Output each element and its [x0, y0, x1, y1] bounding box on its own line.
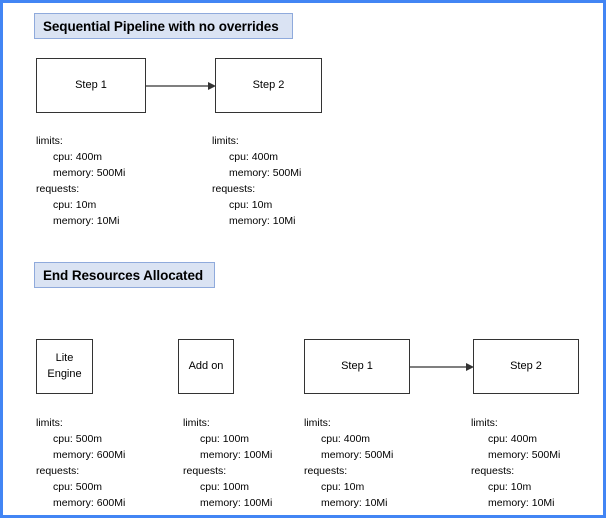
- spec-requests-memory: memory: 10Mi: [53, 214, 120, 227]
- spec-requests-cpu: cpu: 10m: [488, 480, 532, 493]
- section-banner-label: Sequential Pipeline with no overrides: [43, 18, 279, 34]
- spec-bottom-step-2: limits: cpu: 400m memory: 500Mi requests…: [471, 416, 560, 512]
- node-label: Step 1: [75, 78, 107, 91]
- spec-requests-memory: memory: 10Mi: [321, 496, 388, 509]
- section-banner-sequential-pipeline: Sequential Pipeline with no overrides: [34, 13, 293, 39]
- spec-limits-cpu: cpu: 400m: [321, 432, 371, 445]
- arrow-icon: [146, 82, 216, 90]
- node-label-line-1: Lite: [55, 351, 74, 364]
- spec-limits-label: limits:: [471, 417, 498, 429]
- spec-requests-memory: memory: 10Mi: [488, 496, 555, 509]
- spec-limits-memory: memory: 100Mi: [200, 448, 273, 461]
- node-label: Step 2: [252, 78, 285, 91]
- spec-requests-label: requests:: [212, 182, 256, 195]
- arrow-icon: [410, 363, 474, 371]
- spec-requests-label: requests:: [183, 464, 227, 477]
- spec-requests-memory: memory: 10Mi: [229, 214, 296, 227]
- node-label-line-2: Engine: [47, 367, 82, 380]
- spec-limits-cpu: cpu: 500m: [53, 432, 103, 445]
- spec-limits-label: limits:: [36, 135, 63, 147]
- spec-limits-cpu: cpu: 400m: [53, 150, 103, 163]
- spec-requests-label: requests:: [36, 464, 80, 477]
- node-top-step-1: Step 1: [36, 58, 146, 113]
- node-lite-engine: Lite Engine: [36, 339, 93, 394]
- spec-limits-cpu: cpu: 400m: [488, 432, 538, 445]
- spec-requests-cpu: cpu: 10m: [53, 198, 97, 211]
- spec-requests-memory: memory: 100Mi: [200, 496, 273, 509]
- node-label: Step 1: [341, 359, 373, 372]
- spec-limits-memory: memory: 500Mi: [321, 448, 394, 461]
- spec-limits-memory: memory: 500Mi: [53, 166, 126, 179]
- spec-limits-label: limits:: [304, 417, 331, 429]
- node-bottom-step-1: Step 1: [304, 339, 410, 394]
- section-banner-end-resources-allocated: End Resources Allocated: [34, 262, 215, 288]
- spec-limits-memory: memory: 600Mi: [53, 448, 126, 461]
- spec-limits-label: limits:: [183, 417, 210, 429]
- spec-requests-label: requests:: [36, 182, 80, 195]
- spec-top-step-2: limits: cpu: 400m memory: 500Mi requests…: [212, 134, 301, 230]
- spec-limits-cpu: cpu: 100m: [200, 432, 250, 445]
- section-banner-label: End Resources Allocated: [43, 267, 203, 283]
- spec-limits-label: limits:: [212, 135, 239, 147]
- spec-requests-label: requests:: [471, 464, 515, 477]
- spec-limits-label: limits:: [36, 417, 63, 429]
- spec-limits-cpu: cpu: 400m: [229, 150, 279, 163]
- spec-lite-engine: limits: cpu: 500m memory: 600Mi requests…: [36, 416, 125, 512]
- node-add-on: Add on: [178, 339, 234, 394]
- node-label: Step 2: [510, 359, 542, 372]
- spec-limits-memory: memory: 500Mi: [488, 448, 561, 461]
- connector-top-step1-to-step2: [146, 81, 216, 91]
- spec-top-step-1: limits: cpu: 400m memory: 500Mi requests…: [36, 134, 125, 230]
- spec-requests-cpu: cpu: 10m: [229, 198, 273, 211]
- spec-requests-cpu: cpu: 500m: [53, 480, 103, 493]
- spec-limits-memory: memory: 500Mi: [229, 166, 302, 179]
- node-label: Add on: [188, 359, 224, 372]
- connector-bottom-step1-to-step2: [410, 362, 474, 372]
- node-top-step-2: Step 2: [215, 58, 322, 113]
- spec-requests-cpu: cpu: 10m: [321, 480, 365, 493]
- spec-requests-label: requests:: [304, 464, 348, 477]
- spec-requests-cpu: cpu: 100m: [200, 480, 250, 493]
- node-bottom-step-2: Step 2: [473, 339, 579, 394]
- spec-bottom-step-1: limits: cpu: 400m memory: 500Mi requests…: [304, 416, 393, 512]
- node-label: Lite Engine: [47, 351, 81, 383]
- spec-add-on: limits: cpu: 100m memory: 100Mi requests…: [183, 416, 272, 512]
- spec-requests-memory: memory: 600Mi: [53, 496, 126, 509]
